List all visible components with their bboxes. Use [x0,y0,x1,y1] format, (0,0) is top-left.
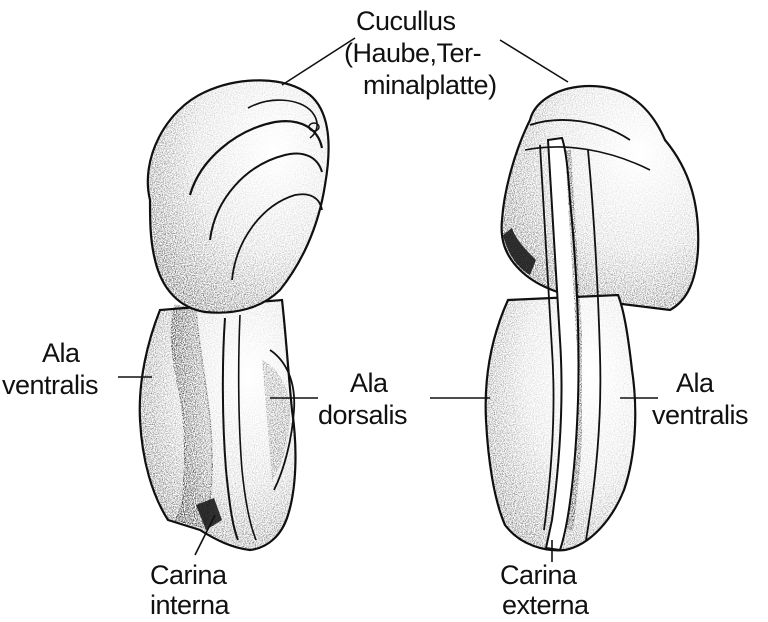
left-specimen [140,80,329,550]
label-ala-ventralis-right-1: Ala [676,368,715,398]
label-carina-interna-1: Carina [150,560,228,590]
labels: Cucullus (Haube,Ter- minalplatte) Ala ve… [2,6,748,620]
leader-cucullus-right [500,40,568,82]
label-ala-dorsalis-2: dorsalis [318,400,407,430]
label-cucullus-1: Cucullus [356,6,456,36]
label-carina-interna-2: interna [150,590,231,620]
label-cucullus-3: minalplatte) [363,70,497,100]
label-ala-ventralis-left-2: ventralis [2,370,98,400]
label-ala-dorsalis-1: Ala [350,368,389,398]
label-ala-ventralis-right-2: ventralis [652,400,748,430]
label-cucullus-2: (Haube,Ter- [344,38,481,68]
label-carina-externa-1: Carina [500,560,578,590]
label-ala-ventralis-left-1: Ala [42,338,81,368]
label-carina-externa-2: externa [502,590,590,620]
right-specimen [486,86,699,550]
